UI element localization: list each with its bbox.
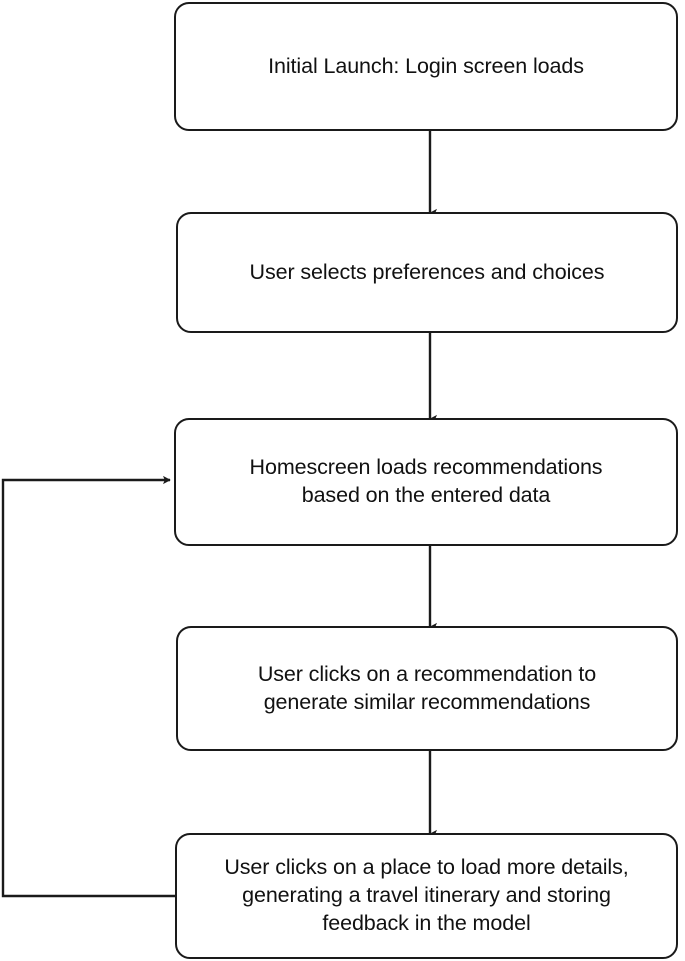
flow-node-homescreen[interactable]: Homescreen loads recommendations based o… xyxy=(174,418,678,546)
flow-node-similar-recommendations[interactable]: User clicks on a recommendation to gener… xyxy=(176,626,678,751)
flow-node-preferences-label: User selects preferences and choices xyxy=(249,259,605,284)
flow-node-details[interactable]: User clicks on a place to load more deta… xyxy=(175,833,678,959)
flow-node-preferences[interactable]: User selects preferences and choices xyxy=(176,212,678,333)
flow-node-details-label: User clicks on a place to load more deta… xyxy=(224,855,629,935)
flow-node-login-label: Initial Launch: Login screen loads xyxy=(268,53,584,78)
edge-details-to-homescreen-loop xyxy=(1,475,175,898)
flow-node-login[interactable]: Initial Launch: Login screen loads xyxy=(174,2,678,131)
flow-node-similar-recommendations-label: User clicks on a recommendation to gener… xyxy=(257,661,597,714)
flow-node-homescreen-label: Homescreen loads recommendations based o… xyxy=(249,455,603,507)
